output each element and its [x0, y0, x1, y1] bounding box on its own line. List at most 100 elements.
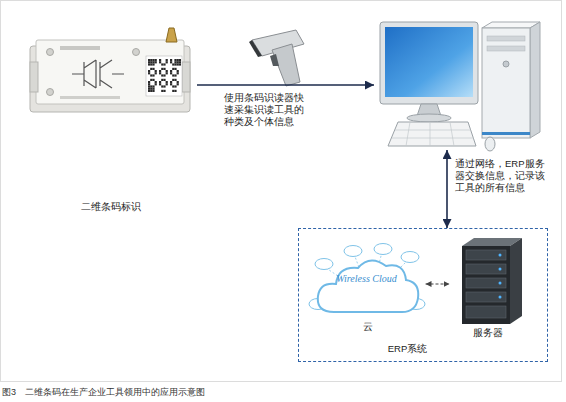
qr-cell	[174, 68, 176, 70]
qr-cell	[150, 61, 152, 63]
qr-cell	[163, 74, 165, 76]
qr-cell	[166, 70, 168, 72]
wireless-cloud-part	[315, 259, 333, 270]
computer-part	[482, 132, 530, 135]
computer-part	[485, 137, 495, 151]
qr-cell	[179, 59, 181, 61]
connector-arrow	[446, 150, 448, 228]
qr-cell	[161, 79, 163, 81]
qr-cell	[166, 61, 168, 63]
qr-cell	[177, 72, 179, 74]
qr-cell	[155, 59, 157, 61]
qr-cell	[177, 83, 179, 85]
qr-cell	[150, 79, 152, 81]
igbt-module-part	[47, 49, 54, 56]
qr-cell	[155, 70, 157, 72]
qr-cell	[148, 85, 150, 87]
qr-cell	[163, 63, 165, 65]
computer-part	[385, 27, 473, 97]
qr-cell	[179, 61, 181, 63]
computer-part	[392, 122, 474, 146]
qr-cell	[148, 70, 150, 72]
qr-cell	[152, 59, 154, 61]
qr-cell	[148, 90, 150, 92]
qr-cell	[161, 85, 163, 87]
qr-cell	[155, 83, 157, 85]
qr-cell	[170, 72, 172, 74]
igbt-module-part	[36, 40, 184, 104]
igbt-module-part	[182, 62, 190, 92]
qr-cell	[152, 79, 154, 81]
server-part	[499, 282, 502, 285]
qr-cell	[161, 68, 163, 70]
qr-cell	[152, 61, 154, 63]
qr-cell	[155, 81, 157, 83]
server-part	[499, 254, 502, 257]
qr-cell	[170, 61, 172, 63]
qr-cell	[172, 74, 174, 76]
qr-cell	[172, 90, 174, 92]
qr-cell	[170, 81, 172, 83]
qr-cell	[172, 68, 174, 70]
server-part	[462, 246, 510, 324]
computer-part	[388, 122, 476, 146]
qr-cell	[163, 68, 165, 70]
cloud-text: Wireless Cloud	[336, 273, 398, 286]
qr-cell	[150, 63, 152, 65]
qr-cell	[174, 59, 176, 61]
qr-cell	[170, 70, 172, 72]
qr-cell	[148, 61, 150, 63]
qr-cell	[163, 85, 165, 87]
igbt-module-part	[47, 89, 54, 96]
barcode-scanner	[249, 30, 304, 86]
qr-cell	[166, 83, 168, 85]
qr-cell	[152, 63, 154, 65]
server-part	[499, 268, 502, 271]
computer-node	[374, 16, 544, 150]
qr-cell	[150, 90, 152, 92]
qr-cell	[159, 81, 161, 83]
qr-cell	[159, 59, 161, 61]
qr-cell	[174, 74, 176, 76]
connector-arrow	[197, 84, 374, 86]
igbt-module-part	[72, 60, 124, 88]
picture-frame	[1, 1, 562, 382]
igbt-module-part	[146, 56, 182, 96]
qr-cell	[148, 59, 150, 61]
qr-cell	[170, 83, 172, 85]
qr-cell	[159, 61, 161, 63]
connector-arrow	[426, 284, 450, 285]
igbt-module-part	[133, 49, 140, 56]
server-part	[466, 278, 506, 288]
qr-cell	[150, 85, 152, 87]
igbt-module-part	[166, 28, 177, 42]
qr-cell	[174, 85, 176, 87]
server	[462, 238, 522, 324]
qr-cell	[155, 61, 157, 63]
qr-cell	[174, 61, 176, 63]
node-caption: 服务器	[450, 327, 526, 339]
qr-cell	[152, 88, 154, 90]
qr-cell	[174, 79, 176, 81]
server-part	[499, 296, 502, 299]
qr-cell	[161, 90, 163, 92]
server-part	[466, 250, 506, 260]
edge-label: 使用条码识读器快速采集识读工具的种类及个体信息	[224, 92, 304, 128]
qr-cell	[159, 70, 161, 72]
qr-cell	[177, 70, 179, 72]
qr-cell	[152, 90, 154, 92]
qr-cell	[152, 74, 154, 76]
server-part	[510, 238, 522, 324]
barcode-scanner-part	[270, 54, 279, 66]
qr-cell	[163, 90, 165, 92]
qr-cell	[159, 72, 161, 74]
wireless-cloud-part	[318, 260, 418, 312]
node-caption: 云	[310, 321, 426, 333]
qr-cell	[177, 61, 179, 63]
qr-cell	[150, 68, 152, 70]
qr-cell	[161, 74, 163, 76]
qr-cell	[155, 72, 157, 74]
computer-part	[487, 36, 525, 41]
qr-cell	[166, 81, 168, 83]
qr-cell	[174, 63, 176, 65]
